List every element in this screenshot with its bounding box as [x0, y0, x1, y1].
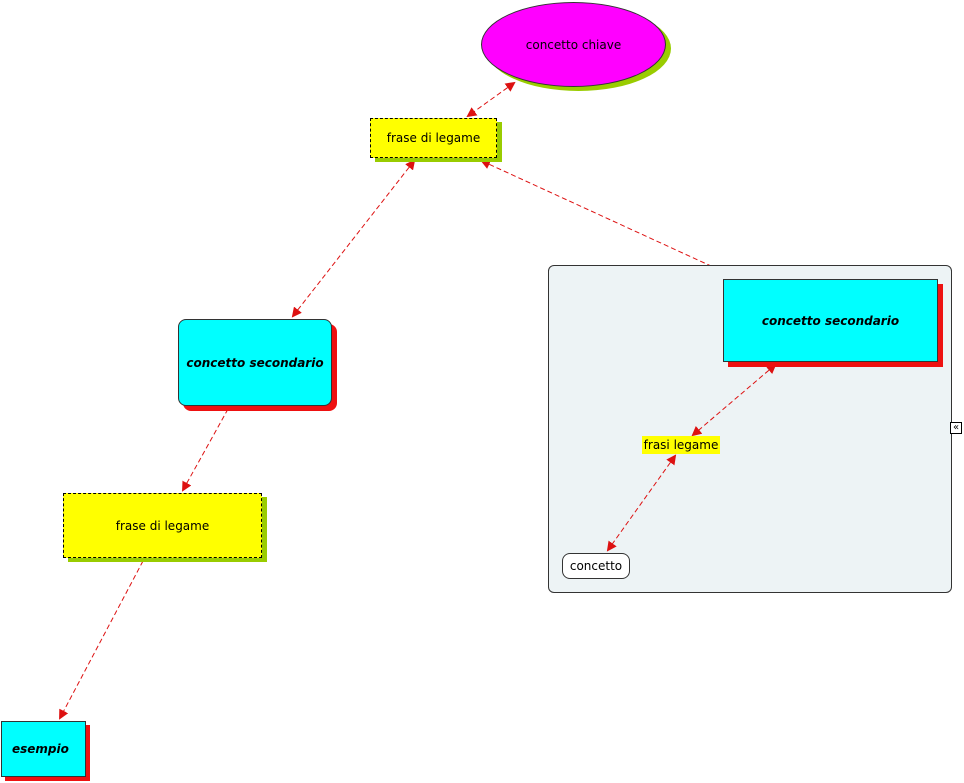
- group-concept-node[interactable]: concetto: [562, 553, 630, 579]
- connector-concept-left-to-link-mid[interactable]: [182, 408, 229, 492]
- linking-phrase-mid[interactable]: frase di legame: [63, 493, 262, 558]
- secondary-concept-left-label: concetto secondario: [186, 355, 324, 370]
- connector-link-top-to-concept-right[interactable]: [480, 159, 737, 279]
- secondary-concept-right-label: concetto secondario: [761, 313, 900, 328]
- secondary-concept-left[interactable]: concetto secondario: [178, 319, 332, 406]
- connector-root-to-link-top[interactable]: [466, 81, 516, 118]
- linking-phrase-top-label: frase di legame: [386, 131, 481, 145]
- example-concept-node[interactable]: esempio: [1, 721, 86, 777]
- group-linking-phrase[interactable]: frasi legame: [642, 436, 720, 454]
- connector-link-mid-to-example[interactable]: [59, 560, 144, 720]
- connector-link-top-to-concept-left[interactable]: [291, 159, 416, 318]
- linking-phrase-top[interactable]: frase di legame: [370, 118, 497, 158]
- secondary-concept-right[interactable]: concetto secondario: [723, 279, 938, 362]
- root-concept-node[interactable]: concetto chiave: [481, 2, 666, 87]
- example-concept-label: esempio: [12, 742, 69, 756]
- linking-phrase-mid-label: frase di legame: [115, 518, 210, 533]
- root-concept-label: concetto chiave: [525, 37, 622, 52]
- group-concept-label: concetto: [569, 559, 623, 573]
- double-chevron-left-icon[interactable]: «: [950, 422, 962, 434]
- group-linking-phrase-label: frasi legame: [643, 438, 719, 452]
